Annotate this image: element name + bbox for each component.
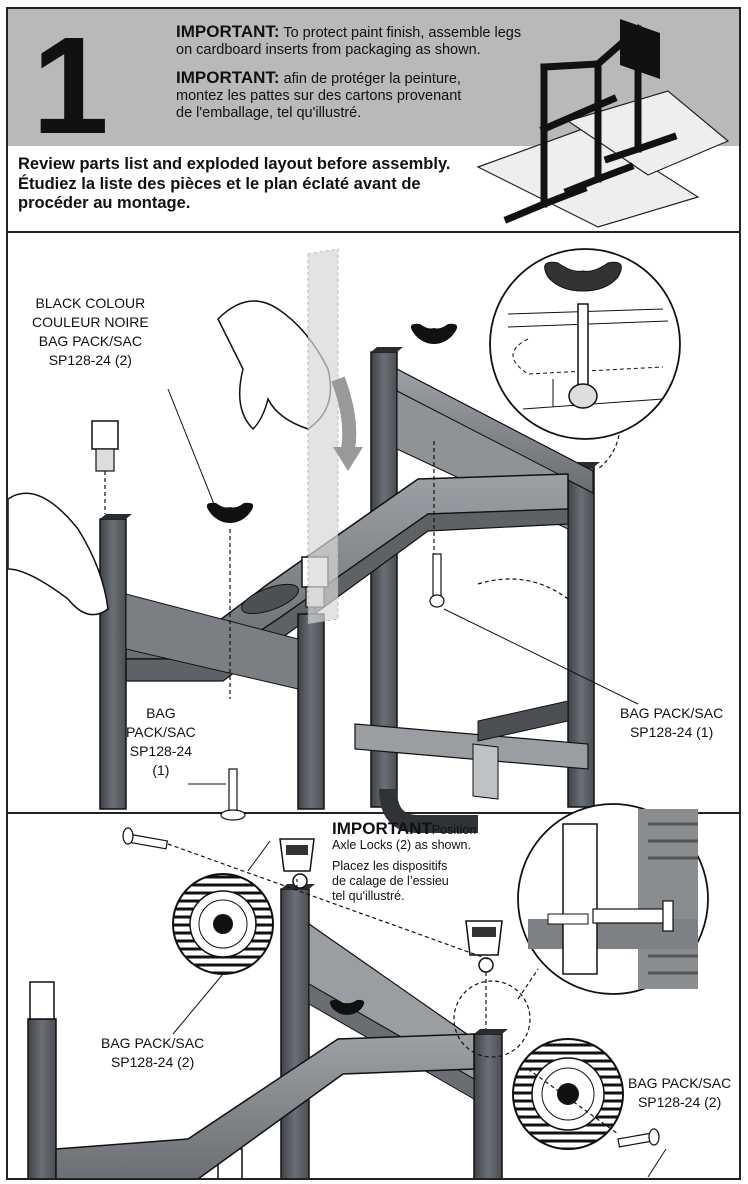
important-text-fr-line2: montez les pattes sur des cartons proven… — [176, 88, 462, 104]
important-label: IMPORTANT: — [176, 22, 280, 41]
important-text-fr-line3: de l'emballage, tel qu'illustré. — [176, 105, 362, 121]
review-text-fr-line2: procéder au montage. — [18, 194, 191, 212]
axle-lock-important-label: IMPORTANT — [332, 819, 432, 838]
callout-line: BAG PACK/SAC — [620, 705, 724, 721]
important-label-fr: IMPORTANT: — [176, 68, 280, 87]
callout-line: (1) — [152, 762, 170, 778]
callout-bag-wheel-left: BAG PACK/SAC SP128-24 (2) — [101, 1034, 204, 1072]
review-text-fr-line1: Étudiez la liste des pièces et le plan é… — [18, 174, 421, 193]
callout-line: PACK/SAC — [126, 724, 196, 740]
axle-lock-note-fr: Placez les dispositifs de calage de l’es… — [332, 859, 522, 904]
callout-line: SP128-24 — [129, 743, 193, 759]
axle-lock-note: IMPORTANTPosition Axle Locks (2) as show… — [332, 819, 522, 904]
wheel-assembly-figure — [27, 803, 709, 1178]
axle-lock-en-line2: Axle Locks (2) as shown. — [332, 838, 471, 852]
callout-bag-wheel-right: BAG PACK/SAC SP128-24 (2) — [628, 1074, 731, 1112]
legs-on-cardboard-figure — [476, 19, 730, 228]
callout-line: SP128-24 (1) — [629, 724, 714, 740]
section-divider-bottom — [8, 812, 739, 814]
callout-bag-left: BAG PACK/SAC SP128-24 (1) — [126, 704, 196, 780]
callout-line: BAG PACK/SAC — [101, 1035, 205, 1051]
axle-lock-fr-line3: tel qu'illustré. — [332, 889, 405, 903]
callout-line: BAG PACK/SAC — [38, 333, 142, 349]
callout-line: COULEUR NOIRE — [32, 314, 149, 330]
frame-assembly-top — [8, 248, 681, 833]
important-text-en-line1: To protect paint finish, assemble legs — [283, 25, 522, 41]
important-text-en-line2: on cardboard inserts from packaging as s… — [176, 42, 481, 58]
callout-bag-right: BAG PACK/SAC SP128-24 (1) — [620, 704, 723, 742]
step-number: 1 — [32, 9, 109, 163]
axle-lock-en-line1: Position — [431, 823, 477, 837]
review-text-en: Review parts list and exploded layout be… — [18, 155, 451, 173]
axle-lock-note-en: IMPORTANTPosition Axle Locks (2) as show… — [332, 819, 522, 853]
callout-line: BAG PACK/SAC — [628, 1075, 732, 1091]
section-divider-top — [8, 231, 739, 233]
callout-line: BAG — [146, 705, 176, 721]
axle-lock-fr-line1: Placez les dispositifs — [332, 859, 448, 873]
callout-line: SP128-24 (2) — [110, 1054, 195, 1070]
assembly-illustration — [8, 19, 730, 1178]
callout-black-colour: BLACK COLOUR COULEUR NOIRE BAG PACK/SAC … — [32, 294, 149, 370]
important-note-french: IMPORTANT: afin de protéger la peinture,… — [176, 69, 596, 122]
axle-lock-fr-line2: de calage de l’essieu — [332, 874, 449, 888]
assembly-sheet: 1 IMPORTANT: To protect paint finish, as… — [6, 7, 741, 1180]
callout-line: SP128-24 (2) — [48, 352, 132, 368]
callout-line: BLACK COLOUR — [35, 295, 146, 311]
important-note-english: IMPORTANT: To protect paint finish, asse… — [176, 23, 596, 59]
review-instructions: Review parts list and exploded layout be… — [18, 155, 498, 214]
important-text-fr-line1: afin de protéger la peinture, — [283, 71, 461, 87]
callout-line: SP128-24 (2) — [637, 1094, 722, 1110]
